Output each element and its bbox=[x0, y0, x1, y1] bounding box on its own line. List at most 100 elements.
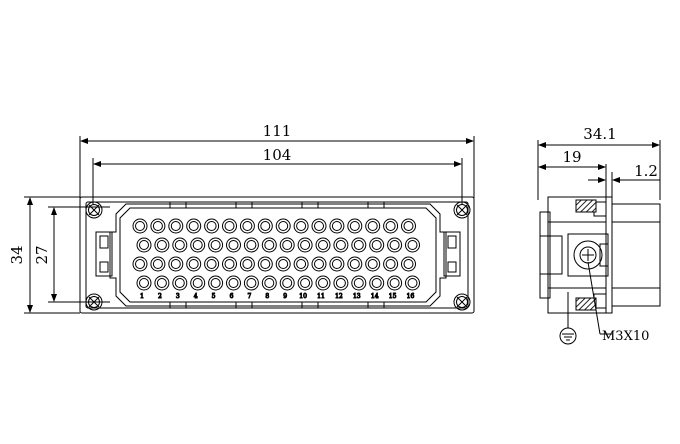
pin-contact bbox=[387, 275, 403, 291]
pin-contact bbox=[311, 218, 327, 234]
label-overall-height: 34 bbox=[8, 245, 26, 264]
pin-contact bbox=[405, 237, 420, 253]
label-front-depth: 19 bbox=[562, 148, 581, 166]
pin-contact bbox=[222, 256, 237, 272]
pin-column-label: 9 bbox=[283, 293, 287, 300]
pin-column-label: 8 bbox=[265, 293, 269, 300]
pin-column-label: 14 bbox=[371, 293, 379, 300]
pin-contact bbox=[154, 237, 170, 253]
corner-screw-top-left bbox=[85, 201, 103, 219]
side-view bbox=[537, 140, 661, 345]
corner-screw-top-right bbox=[453, 201, 471, 219]
pin-contact bbox=[333, 275, 349, 291]
pin-contact bbox=[329, 256, 345, 272]
pin-contact bbox=[136, 275, 152, 291]
pin-column-label: 2 bbox=[158, 293, 162, 300]
label-screw-callout: M3X10 bbox=[602, 329, 649, 344]
insert-notches bbox=[169, 201, 385, 309]
pin-contact bbox=[204, 218, 220, 234]
pin-column-label: 16 bbox=[407, 293, 415, 300]
pin-contact bbox=[387, 237, 403, 253]
dimension-offset bbox=[588, 172, 660, 200]
pin-contact bbox=[369, 275, 385, 291]
label-total-depth: 34.1 bbox=[583, 125, 616, 143]
pin-contact bbox=[293, 218, 309, 234]
pin-contact bbox=[172, 237, 188, 253]
pin-contact bbox=[239, 256, 255, 272]
pin-contact bbox=[365, 218, 381, 234]
pin-contact bbox=[222, 218, 237, 234]
pin-contact bbox=[401, 256, 416, 272]
label-offset: 1.2 bbox=[634, 162, 658, 180]
pin-contact bbox=[275, 218, 291, 234]
pin-contact bbox=[186, 218, 202, 234]
pin-contact bbox=[168, 218, 184, 234]
pin-contact bbox=[333, 237, 349, 253]
pin-column-label: 3 bbox=[176, 293, 180, 300]
pin-contact bbox=[347, 256, 363, 272]
pin-column-label: 13 bbox=[353, 293, 361, 300]
pin-contact bbox=[383, 256, 399, 272]
pin-contact bbox=[261, 275, 277, 291]
pin-contact bbox=[204, 256, 220, 272]
latch-right bbox=[443, 231, 461, 277]
pin-contact bbox=[257, 256, 273, 272]
pin-contact bbox=[369, 237, 385, 253]
pin-contact bbox=[261, 237, 277, 253]
pin-contact bbox=[190, 237, 206, 253]
housing-outline bbox=[79, 196, 475, 314]
pin-column-label: 1 bbox=[140, 293, 144, 300]
pin-column-label: 15 bbox=[389, 293, 397, 300]
pin-grid bbox=[132, 218, 420, 291]
ground-screw bbox=[567, 233, 609, 277]
pin-contact bbox=[150, 218, 166, 234]
pin-contact bbox=[257, 218, 273, 234]
pin-contact bbox=[190, 275, 206, 291]
pin-contact bbox=[208, 237, 224, 253]
pin-contact bbox=[351, 237, 367, 253]
pin-column-label: 11 bbox=[317, 293, 325, 300]
pin-contact bbox=[186, 256, 202, 272]
label-pin-area-height: 27 bbox=[33, 245, 51, 264]
dimension-overall-height bbox=[24, 196, 80, 314]
pin-contact bbox=[297, 275, 313, 291]
pin-contact bbox=[150, 256, 166, 272]
latch-left bbox=[95, 231, 113, 277]
pin-column-label: 7 bbox=[247, 293, 251, 300]
label-overall-width: 111 bbox=[263, 122, 292, 140]
clamp-top bbox=[575, 199, 597, 213]
pin-contact bbox=[226, 237, 241, 253]
pin-contact bbox=[132, 256, 148, 272]
clamp-bottom bbox=[575, 297, 597, 311]
pin-column-label: 5 bbox=[212, 293, 216, 300]
pin-contact bbox=[132, 218, 148, 234]
corner-screw-bottom-left bbox=[85, 293, 103, 311]
pin-column-label: 10 bbox=[299, 293, 307, 300]
dimension-pin-area-width bbox=[92, 158, 463, 204]
screw-callout-leader bbox=[587, 261, 612, 335]
pin-column-label: 12 bbox=[335, 293, 343, 300]
pin-column-label: 4 bbox=[194, 293, 198, 300]
pin-contact bbox=[243, 275, 259, 291]
pin-contact bbox=[136, 237, 152, 253]
dimension-overall-width bbox=[79, 136, 475, 198]
pin-contact bbox=[401, 218, 416, 234]
dimension-total-depth bbox=[537, 140, 661, 200]
pin-contact bbox=[226, 275, 241, 291]
insert-inner-outline bbox=[119, 207, 437, 303]
dimension-pin-area-height bbox=[48, 206, 110, 303]
pin-contact bbox=[347, 218, 363, 234]
pin-contact bbox=[279, 275, 295, 291]
pin-contact bbox=[315, 275, 331, 291]
pin-contact bbox=[243, 237, 259, 253]
pin-contact bbox=[315, 237, 331, 253]
dimension-front-depth bbox=[538, 164, 607, 200]
pin-contact bbox=[208, 275, 224, 291]
pin-contact bbox=[154, 275, 170, 291]
pin-contact bbox=[172, 275, 188, 291]
housing-inner-outline bbox=[85, 201, 469, 309]
side-body bbox=[539, 196, 661, 314]
